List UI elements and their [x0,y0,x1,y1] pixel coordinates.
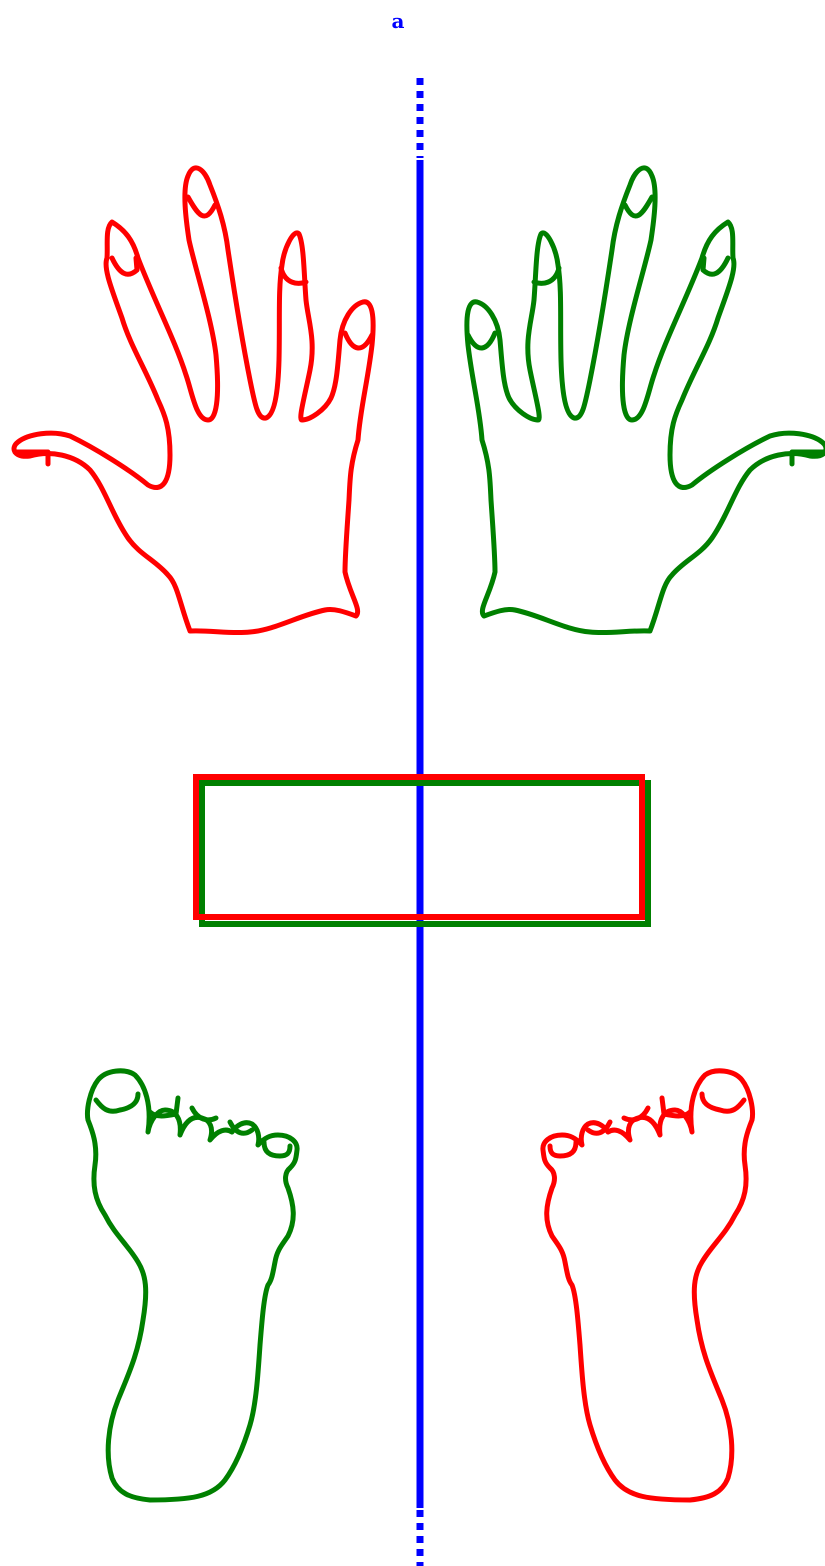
right-foot-outline [543,1071,753,1500]
rectangle-green [202,783,648,924]
right-hand-outline [467,168,825,633]
left-foot-outline [87,1071,297,1500]
left-hand-outline [14,168,373,633]
panel-label: a [392,9,405,33]
